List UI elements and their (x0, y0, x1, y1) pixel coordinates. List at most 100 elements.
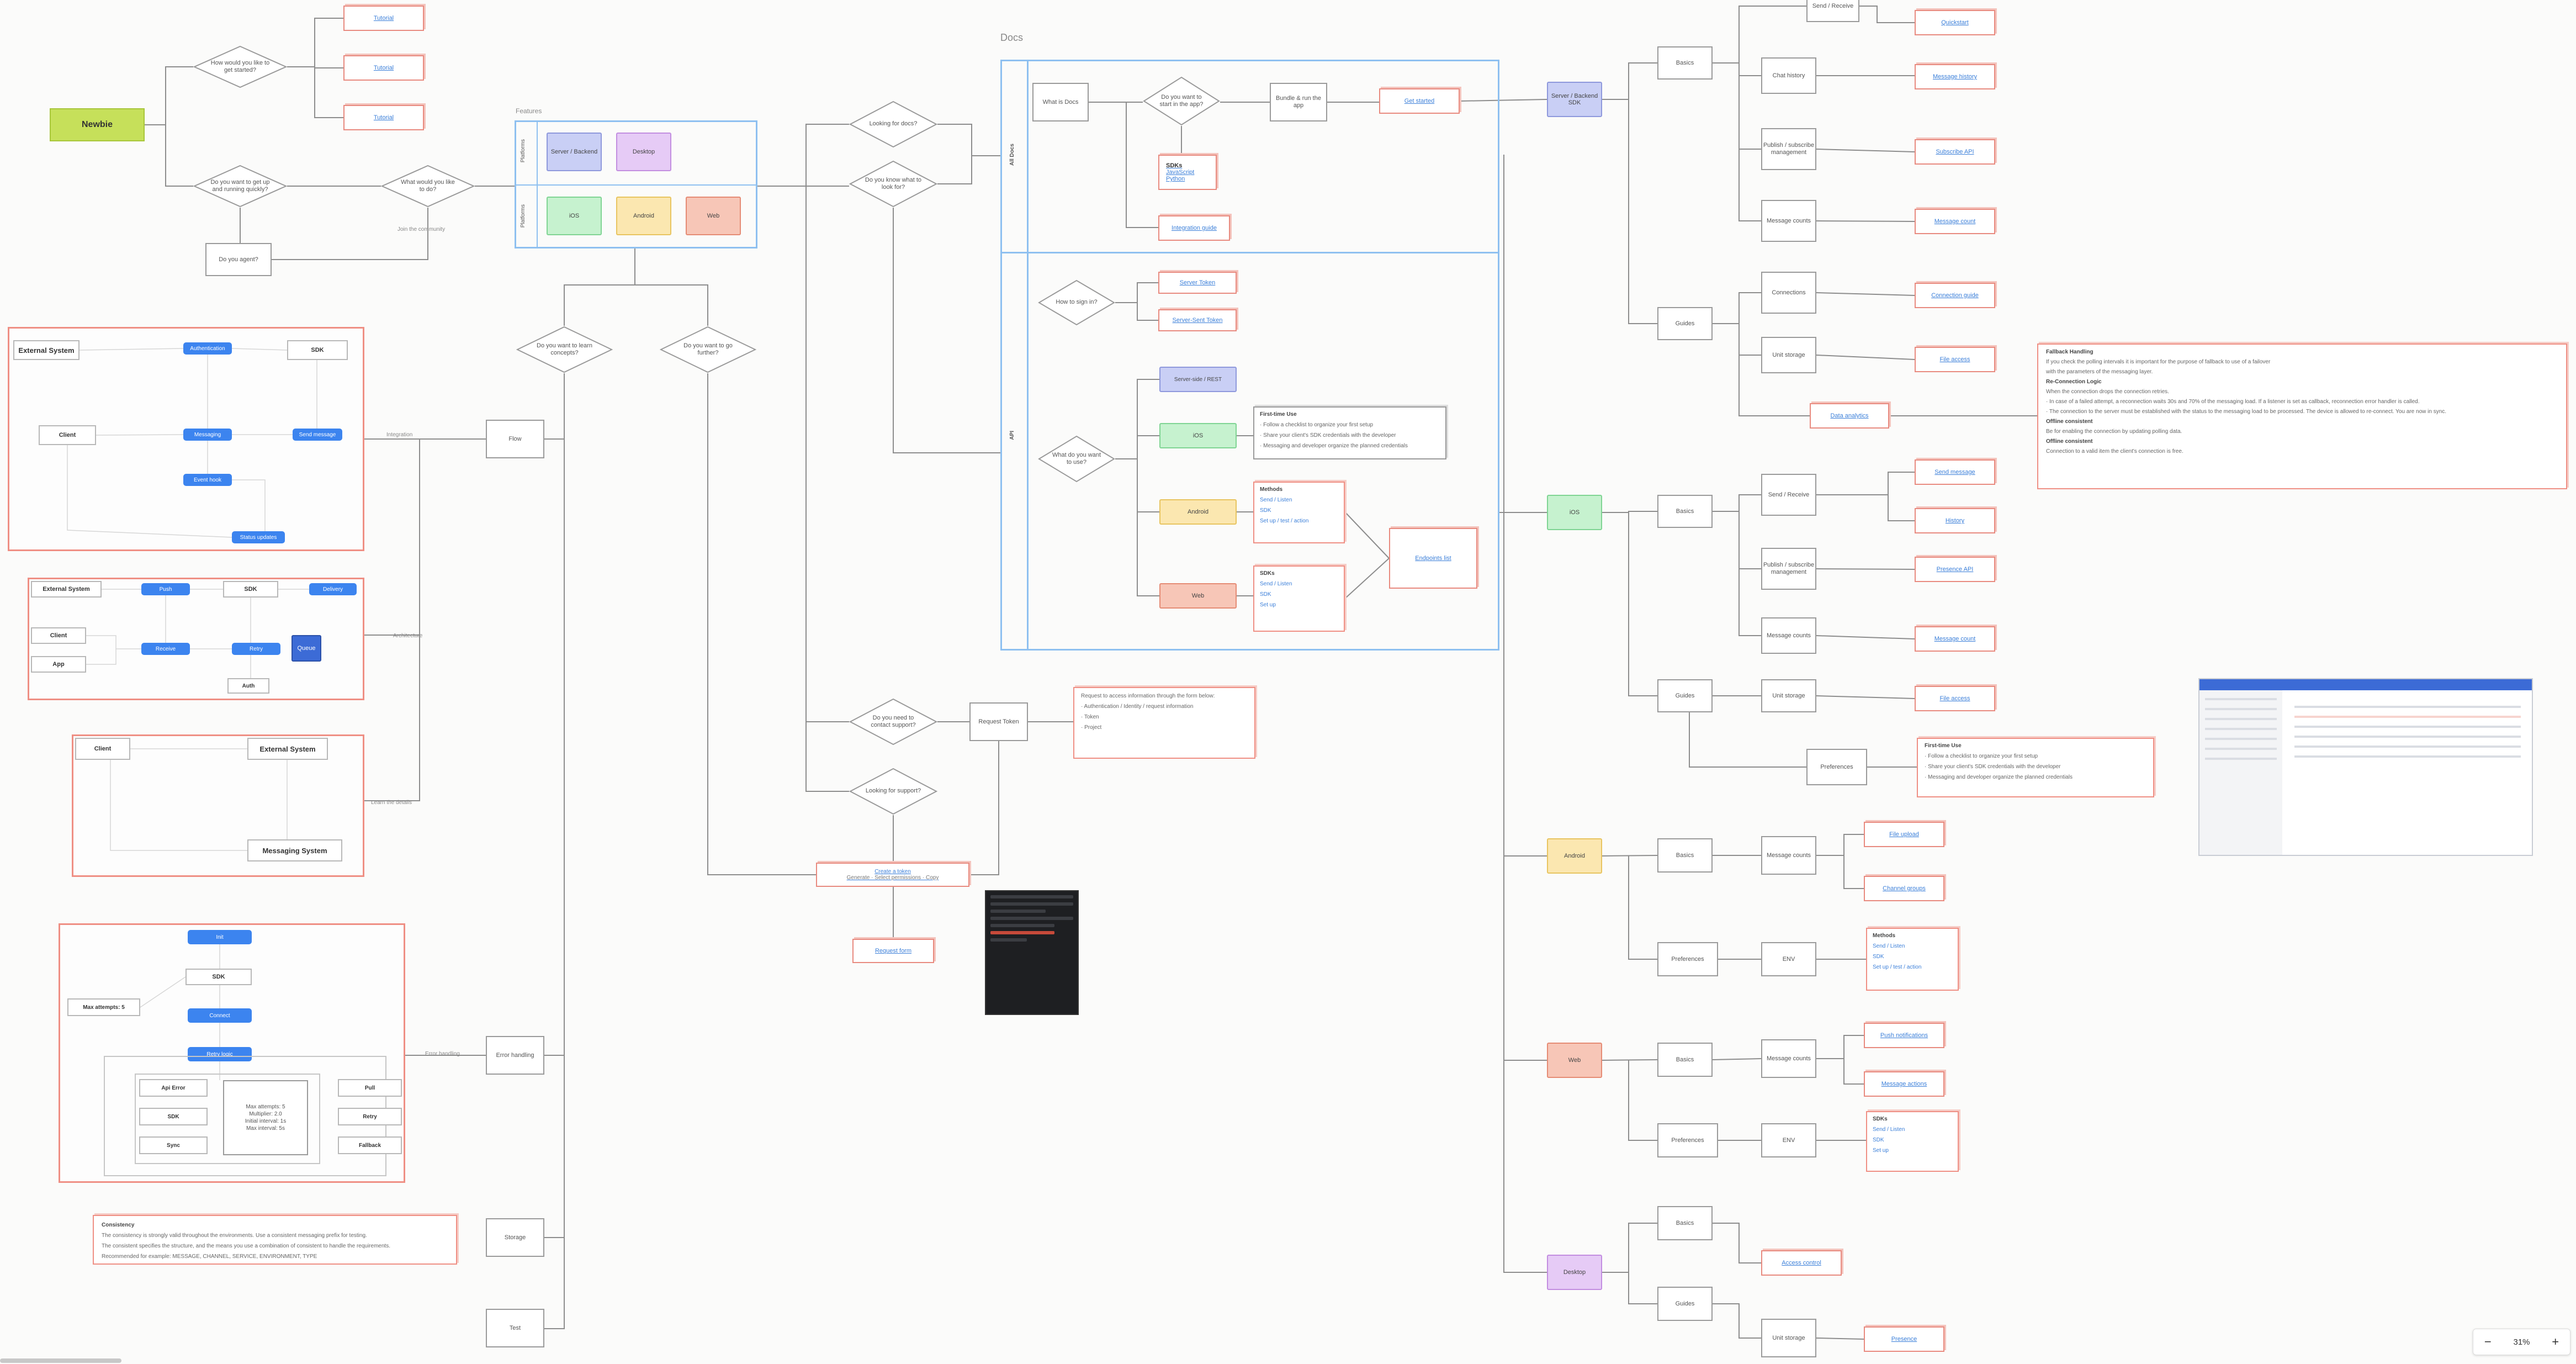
subscribe-api-link[interactable]: Subscribe API (1915, 139, 1995, 165)
message-count-link[interactable]: Message count (1915, 209, 1995, 234)
web-push-notifications-link[interactable]: Push notifications (1864, 1023, 1944, 1048)
flow-node[interactable]: Flow (486, 420, 544, 458)
data-analytics-link[interactable]: Data analytics (1810, 403, 1889, 429)
sdks-card[interactable]: SDKs JavaScript Python (1158, 155, 1217, 190)
decision-know-what[interactable]: Do you know what to look for? (849, 160, 937, 208)
feature-chip-desktop[interactable]: Desktop (616, 133, 671, 171)
sdk-link[interactable]: JavaScript (1166, 169, 1195, 176)
android-channel-groups-link[interactable]: Channel groups (1864, 876, 1944, 901)
sdk-link[interactable]: Python (1166, 176, 1185, 182)
web-message-actions-link[interactable]: Message actions (1864, 1071, 1944, 1097)
android-basics-node[interactable]: Basics (1657, 838, 1713, 873)
desktop-access-control-link[interactable]: Access control (1761, 1250, 1842, 1276)
connections-node[interactable]: Connections (1761, 272, 1816, 314)
client-box-3[interactable]: Client (75, 738, 130, 760)
tutorial-link-1[interactable]: Tutorial (343, 6, 424, 31)
do-you-agent-node[interactable]: Do you agent? (205, 243, 272, 276)
feature-chip-ios[interactable]: iOS (547, 197, 602, 235)
ios-guides-node[interactable]: Guides (1657, 679, 1713, 712)
sdk-link[interactable]: Send / Listen (1260, 581, 1292, 587)
ios-basics-node[interactable]: Basics (1657, 495, 1713, 528)
ios-unit-storage-node[interactable]: Unit storage (1761, 679, 1816, 712)
messaging-pill[interactable]: Messaging (183, 429, 232, 441)
ios-message-counts-node[interactable]: Message counts (1761, 617, 1816, 654)
android-file-upload-link[interactable]: File upload (1864, 822, 1944, 847)
fallback-box[interactable]: Fallback (338, 1136, 402, 1154)
get-started-link[interactable]: Get started (1379, 88, 1460, 114)
web-preferences-node[interactable]: Preferences (1657, 1123, 1718, 1157)
auth-box[interactable]: Auth (227, 678, 269, 694)
android-preferences-node[interactable]: Preferences (1657, 942, 1718, 976)
backend-basics-node[interactable]: Basics (1657, 46, 1713, 80)
sdk-link[interactable]: SDK (1260, 591, 1271, 598)
delivery-pill[interactable]: Delivery (309, 583, 357, 595)
create-token-card[interactable]: Create a token Generate · Select permiss… (816, 863, 969, 887)
client-box[interactable]: Client (39, 425, 96, 445)
retry-pill[interactable]: Retry (232, 643, 280, 655)
api-web-node[interactable]: Web (1159, 583, 1237, 609)
sdk-box[interactable]: SDK (287, 340, 348, 360)
decision-how-to-start[interactable]: How would you like to get started? (193, 45, 287, 88)
api-error-box[interactable]: Api Error (139, 1079, 208, 1097)
decision-looking-support[interactable]: Looking for support? (849, 768, 937, 815)
message-history-link[interactable]: Message history (1915, 64, 1995, 89)
error-handling-node[interactable]: Error handling (486, 1036, 544, 1075)
sdks-card-2[interactable]: SDKs Send / Listen SDK Set up (1253, 565, 1345, 632)
test-node[interactable]: Test (486, 1309, 544, 1347)
send-receive-node[interactable]: Send / Receive (1806, 0, 1859, 22)
tutorial-link-2[interactable]: Tutorial (343, 55, 424, 81)
methods-card[interactable]: Methods Send / Listen SDK Set up / test … (1253, 482, 1345, 543)
desktop-guides-node[interactable]: Guides (1657, 1287, 1713, 1321)
platform-desktop[interactable]: Desktop (1547, 1255, 1602, 1290)
method-link[interactable]: SDK (1260, 507, 1271, 514)
pull-box[interactable]: Pull (338, 1079, 402, 1097)
api-android-node[interactable]: Android (1159, 499, 1237, 525)
sdk-error-box[interactable]: SDK (139, 1108, 208, 1125)
ios-send-message-link[interactable]: Send message (1915, 459, 1995, 485)
platform-web[interactable]: Web (1547, 1043, 1602, 1078)
messaging-system-box[interactable]: Messaging System (247, 839, 342, 861)
decision-contact-support[interactable]: Do you need to contact support? (849, 698, 937, 746)
external-system-box-3[interactable]: External System (247, 738, 328, 760)
sdk-link[interactable]: SDK (1873, 1137, 1884, 1143)
push-pill[interactable]: Push (141, 583, 190, 595)
desktop-unit-storage-node[interactable]: Unit storage (1761, 1319, 1816, 1357)
chat-history-node[interactable]: Chat history (1761, 57, 1816, 94)
zoom-out-button[interactable]: − (2484, 1335, 2492, 1349)
event-hook-pill[interactable]: Event hook (183, 474, 232, 486)
decision-learn-concepts[interactable]: Do you want to learn concepts? (516, 326, 613, 373)
desktop-presence-link[interactable]: Presence (1864, 1326, 1944, 1352)
server-sent-token-link[interactable]: Server-Sent Token (1158, 309, 1237, 331)
request-form-card[interactable]: Request form (852, 939, 934, 963)
backend-guides-node[interactable]: Guides (1657, 307, 1713, 340)
feature-chip-web[interactable]: Web (686, 197, 741, 235)
request-token-node[interactable]: Request Token (969, 702, 1028, 741)
zoom-in-button[interactable]: + (2552, 1335, 2559, 1349)
sdk-link[interactable]: Send / Listen (1873, 1127, 1905, 1133)
method-link[interactable]: Set up / test / action (1260, 518, 1309, 524)
client-box-2[interactable]: Client (31, 627, 86, 644)
android-env-node[interactable]: ENV (1761, 942, 1816, 976)
app-box[interactable]: App (31, 656, 86, 673)
tutorial-link-3[interactable]: Tutorial (343, 105, 424, 130)
receive-pill[interactable]: Receive (141, 643, 190, 655)
ios-send-receive-node[interactable]: Send / Receive (1761, 474, 1816, 516)
method-link[interactable]: Set up / test / action (1873, 964, 1922, 970)
ios-pub-sub-node[interactable]: Publish / subscribe management (1761, 548, 1816, 590)
ios-file-access-link[interactable]: File access (1915, 686, 1995, 711)
auth-pill[interactable]: Authentication (183, 342, 232, 355)
external-system-box-2[interactable]: External System (31, 581, 102, 598)
web-sdks-card[interactable]: SDKs Send / Listen SDK Set up (1866, 1111, 1959, 1172)
platform-android[interactable]: Android (1547, 838, 1602, 874)
unit-storage-node[interactable]: Unit storage (1761, 337, 1816, 373)
endpoints-list-link[interactable]: Endpoints list (1389, 528, 1477, 589)
quickstart-link[interactable]: Quickstart (1915, 10, 1995, 35)
decision-looking-for-docs[interactable]: Looking for docs? (849, 101, 937, 148)
feature-chip-android[interactable]: Android (616, 197, 671, 235)
connection-guide-link[interactable]: Connection guide (1915, 283, 1995, 308)
init-pill[interactable]: Init (188, 930, 252, 944)
status-updates-pill[interactable]: Status updates (232, 531, 285, 543)
sync-box[interactable]: Sync (139, 1136, 208, 1154)
method-link[interactable]: Send / Listen (1873, 943, 1905, 949)
